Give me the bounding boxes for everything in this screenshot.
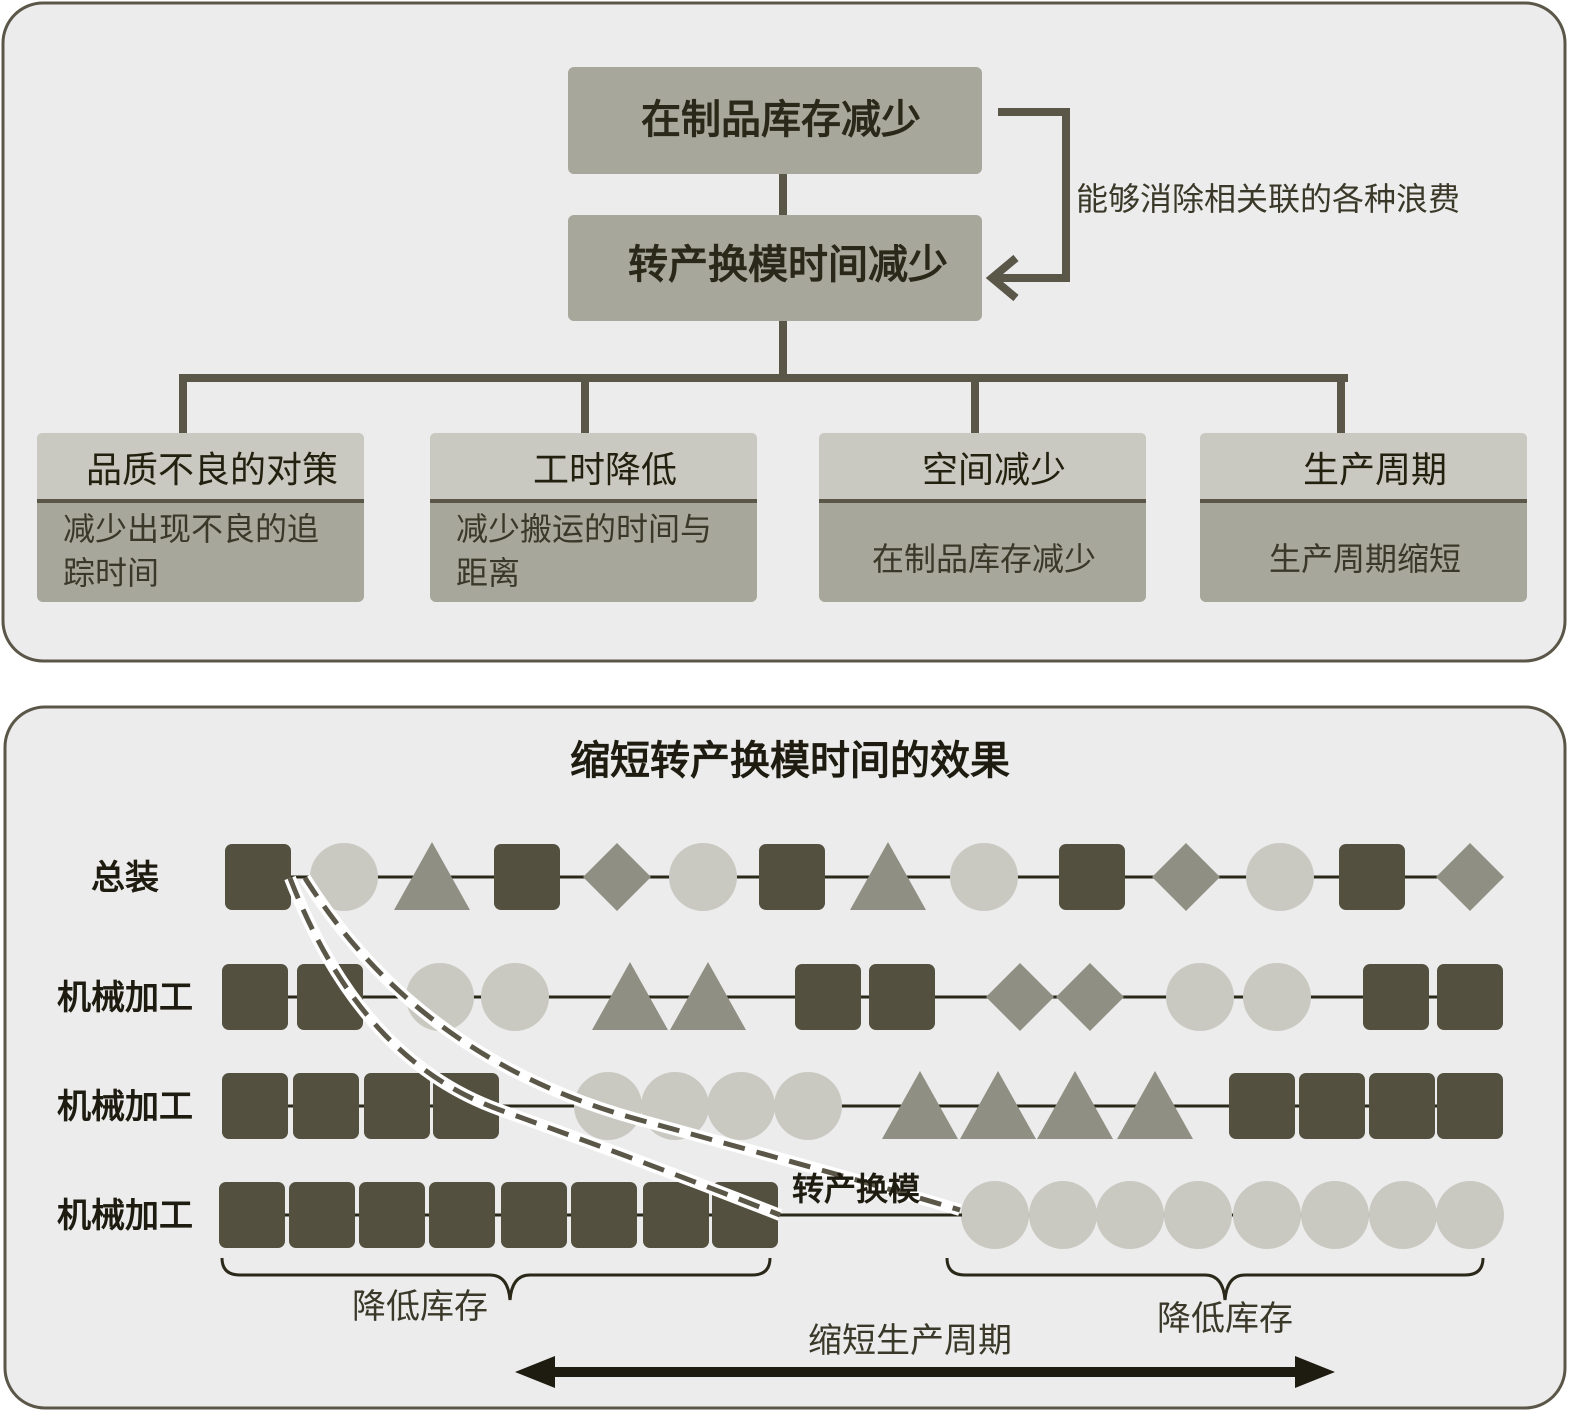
square-shape — [869, 964, 935, 1030]
bottom-panel — [3, 705, 1567, 1410]
triangle-shape — [882, 1071, 958, 1139]
triangle-shape — [394, 842, 470, 910]
right-brace-label: 降低库存 — [1157, 1299, 1293, 1339]
circle-shape — [1164, 1181, 1232, 1249]
card-title: 工时降低 — [533, 450, 677, 491]
square-shape — [759, 844, 825, 910]
card-text: 减少出现不良的追 — [63, 510, 319, 548]
circle-shape — [1166, 963, 1234, 1031]
square-shape — [1369, 1073, 1435, 1139]
card-text: 减少搬运的时间与 — [456, 510, 712, 548]
circle-shape — [1029, 1181, 1097, 1249]
circle-shape — [669, 843, 737, 911]
square-shape — [293, 1073, 359, 1139]
loop-label: 能够消除相关联的各种浪费 — [1076, 180, 1460, 218]
square-shape — [571, 1182, 637, 1248]
square-shape — [1437, 964, 1503, 1030]
square-shape — [501, 1182, 567, 1248]
card-text: 距离 — [456, 554, 520, 592]
double-arrow — [515, 1356, 1335, 1388]
square-shape — [364, 1073, 430, 1139]
right-brace — [945, 1257, 1485, 1301]
diamond-shape — [1152, 843, 1220, 911]
changeover-reduction-label: 转产换模时间减少 — [628, 242, 948, 288]
card-text: 生产周期缩短 — [1269, 540, 1461, 578]
circle-shape — [1246, 843, 1314, 911]
left-brace — [220, 1257, 772, 1301]
card-header — [37, 433, 364, 500]
row-label: 机械加工 — [57, 1196, 193, 1236]
triangle-shape — [850, 842, 926, 910]
circle-shape — [310, 843, 378, 911]
diamond-shape — [986, 963, 1054, 1031]
triangle-shape — [960, 1071, 1036, 1139]
square-shape — [429, 1182, 495, 1248]
square-shape — [1363, 964, 1429, 1030]
square-shape — [1229, 1073, 1295, 1139]
wip-reduction-label: 在制品库存减少 — [641, 97, 921, 143]
square-shape — [359, 1182, 425, 1248]
square-shape — [1059, 844, 1125, 910]
triangle-shape — [670, 962, 746, 1030]
changeover-reduction-box — [568, 215, 982, 321]
circle-shape — [1301, 1181, 1369, 1249]
row-label: 总装 — [91, 858, 159, 898]
square-shape — [1299, 1073, 1365, 1139]
card-header — [1200, 433, 1527, 500]
bottom-title: 缩短转产换模时间的效果 — [570, 738, 1010, 784]
process-row: 总装 — [91, 842, 1504, 911]
square-shape — [1437, 1073, 1503, 1139]
loop-bracket-arrow — [992, 108, 1070, 282]
square-shape — [222, 964, 288, 1030]
circle-shape — [1243, 963, 1311, 1031]
circle-shape — [961, 1181, 1029, 1249]
row-label: 机械加工 — [57, 1087, 193, 1127]
circle-shape — [707, 1072, 775, 1140]
square-shape — [219, 1182, 285, 1248]
circle-shape — [774, 1072, 842, 1140]
card-header — [819, 433, 1146, 500]
circle-shape — [950, 843, 1018, 911]
square-shape — [494, 844, 560, 910]
left-brace-label: 降低库存 — [352, 1287, 488, 1327]
cycle-arrow-label: 缩短生产周期 — [808, 1321, 1012, 1361]
card-text: 在制品库存减少 — [872, 540, 1096, 578]
circle-shape — [481, 963, 549, 1031]
row-label: 机械加工 — [57, 978, 193, 1018]
card-title: 生产周期 — [1303, 450, 1447, 491]
square-shape — [222, 1073, 288, 1139]
circle-shape — [1369, 1181, 1437, 1249]
wip-reduction-box — [568, 67, 982, 174]
arrowhead-icon — [985, 254, 1019, 302]
card-title: 空间减少 — [922, 450, 1066, 491]
card-header — [430, 433, 757, 500]
card-title: 品质不良的对策 — [86, 450, 338, 491]
changeover-label: 转产换模 — [792, 1170, 920, 1208]
changeover-curves — [284, 874, 962, 1221]
triangle-shape — [1037, 1071, 1113, 1139]
diamond-shape — [1056, 963, 1124, 1031]
process-row: 机械加工 — [57, 962, 1503, 1031]
triangle-shape — [592, 962, 668, 1030]
card-text: 踪时间 — [63, 554, 159, 592]
circle-shape — [1436, 1181, 1504, 1249]
square-shape — [225, 844, 291, 910]
square-shape — [1339, 844, 1405, 910]
diamond-shape — [583, 843, 651, 911]
connectors — [179, 174, 1348, 435]
circle-shape — [1096, 1181, 1164, 1249]
square-shape — [289, 1182, 355, 1248]
square-shape — [643, 1182, 709, 1248]
square-shape — [795, 964, 861, 1030]
process-row: 机械加工 — [57, 1181, 1504, 1249]
triangle-shape — [1117, 1071, 1193, 1139]
circle-shape — [1233, 1181, 1301, 1249]
diamond-shape — [1436, 843, 1504, 911]
